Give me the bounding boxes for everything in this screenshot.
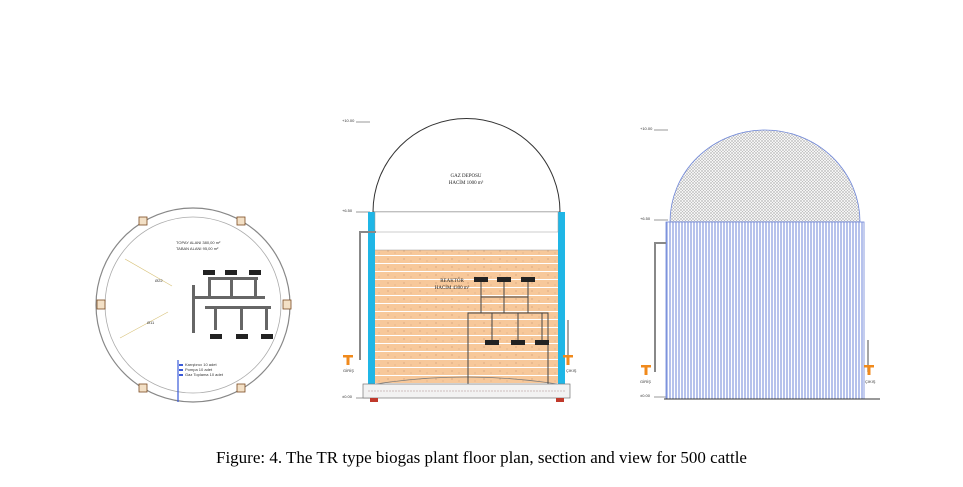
section-level-top: +10.00: [342, 118, 355, 123]
plan-legend-swatch: [179, 369, 183, 371]
section-foundation: [362, 383, 571, 399]
section-wall-left: [368, 212, 375, 392]
reactor-fill: [375, 250, 558, 384]
reactor-label-2: HACİM 4300 m³: [435, 285, 470, 291]
plan-legend-3: Gaz Toplama 10 adet: [185, 372, 224, 377]
plan-manifold: [192, 277, 271, 333]
outlet-valve: [563, 355, 573, 358]
plan-area-label-1: TOPAY ALANI 380,00 m²: [176, 240, 221, 245]
section-pipework: [467, 282, 549, 384]
view-outlet-valve: [864, 365, 874, 368]
inlet-pipe: [359, 231, 376, 360]
reactor-label-1: REAKTÖR: [440, 278, 464, 284]
gas-label-2: HACİM 1000 m³: [449, 180, 484, 186]
section-outlet-label: ÇIKIŞ: [566, 368, 577, 373]
view-level-bottom: ±0.00: [640, 393, 651, 398]
view-outlet-label: ÇIKIŞ: [865, 379, 876, 384]
plan-dim-line: [124, 258, 173, 287]
section-drawing: +10.00 +6.50 ±0.00 GAZ DEPOSU HACİM 1000…: [342, 118, 577, 402]
plan-dim-label-2: Ø11: [147, 320, 155, 325]
plan-legend-2: Pompa 10 adet: [185, 367, 213, 372]
view-dome: [669, 129, 861, 223]
plan-columns: [96, 216, 292, 393]
plan-mixers: [203, 270, 273, 339]
view-inlet-valve: [641, 365, 651, 368]
section-level-mid: +6.50: [342, 208, 353, 213]
plan-area-label-2: TABAN ALANI 95,00 m²: [176, 246, 219, 251]
section-mixers: [474, 277, 549, 345]
plan-dim-line: [119, 311, 169, 339]
view-inlet-pipe: [654, 242, 666, 372]
plan-legend-1: Karıştırıcı 10 adet: [185, 362, 217, 367]
inlet-valve: [343, 355, 353, 358]
view-level-mid: +6.50: [640, 216, 651, 221]
section-inlet-label: GİRİŞ: [343, 368, 354, 373]
gas-label-1: GAZ DEPOSU: [451, 174, 482, 179]
view-drawing: +10.00 +6.50 ±0.00 GİRİŞ ÇIKIŞ: [640, 126, 880, 400]
plan-legend-swatch: [179, 374, 183, 376]
plan-dim-label-1: Ø22: [155, 278, 163, 283]
section-level-bottom: ±0.00: [342, 394, 353, 399]
section-wall-right: [558, 212, 565, 392]
plan-legend-swatch: [179, 364, 183, 366]
floor-plan: Ø22 Ø11 TOPAY ALANI 380,00 m² TABAN ALAN…: [95, 207, 292, 403]
view-tank-body: [665, 221, 865, 400]
gas-dome: [372, 118, 561, 213]
view-inlet-label: GİRİŞ: [640, 379, 651, 384]
figure-caption: Figure: 4. The TR type biogas plant floo…: [216, 448, 747, 467]
view-level-top: +10.00: [640, 126, 653, 131]
